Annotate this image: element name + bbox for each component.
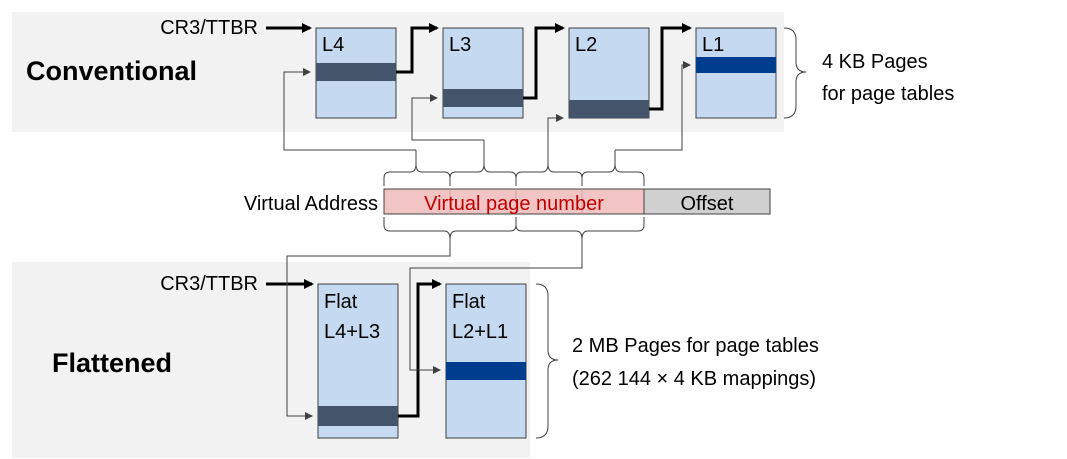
- index-line-flat2: [409, 239, 583, 374]
- arrow-l4-to-l3: [396, 23, 439, 74]
- vpn-label: Virtual page number: [424, 193, 604, 215]
- index-line-l2: [547, 114, 564, 150]
- flattened-note-line1: 2 MB Pages for page tables: [572, 335, 819, 357]
- flattened-note-line2: (262 144 × 4 KB mappings): [572, 368, 816, 390]
- table-l2-entry: [569, 100, 649, 118]
- arrow-flat1-to-flat2: [398, 279, 442, 418]
- table-l3-label: L3: [449, 34, 471, 56]
- flattened-brace: [535, 283, 559, 439]
- table-flat-l4-l3-entry: [318, 406, 398, 426]
- arrow-l2-to-l1: [649, 23, 692, 111]
- table-flat-l2-l1-entry: [446, 362, 526, 380]
- va-upper-brace-3: [515, 163, 583, 186]
- table-flat-l2-l1: [445, 283, 527, 439]
- va-upper-brace-2: [449, 163, 517, 186]
- va-upper-brace-4: [581, 163, 645, 186]
- table-l4-label: L4: [322, 34, 344, 56]
- virtual-address-label: Virtual Address: [244, 193, 378, 215]
- table-flat-l2-l1-line2: L2+L1: [452, 321, 508, 343]
- table-l1-label: L1: [702, 34, 724, 56]
- offset-label: Offset: [681, 193, 734, 215]
- flattened-title: Flattened: [52, 348, 172, 378]
- table-flat-l4-l3-line1: Flat: [324, 291, 358, 313]
- flattened-root-register: CR3/TTBR: [160, 273, 258, 295]
- table-l1-entry: [696, 57, 776, 73]
- conventional-note-line1: 4 KB Pages: [822, 51, 928, 73]
- conventional-root-register: CR3/TTBR: [160, 17, 258, 39]
- table-l3-entry: [443, 89, 523, 107]
- conventional-note-line2: for page tables: [822, 83, 954, 105]
- table-flat-l4-l3-line2: L4+L3: [324, 321, 380, 343]
- offset-field: [643, 188, 771, 215]
- conventional-title: Conventional: [26, 56, 197, 86]
- table-flat-l2-l1-line1: Flat: [452, 291, 486, 313]
- arrow-l3-to-l2: [523, 23, 565, 100]
- table-l4-entry: [316, 63, 396, 81]
- index-line-l4: [283, 68, 416, 151]
- va-lower-brace-1: [383, 217, 517, 240]
- index-line-l1: [615, 61, 691, 151]
- va-lower-brace-2: [515, 217, 645, 240]
- index-line-l3: [411, 94, 484, 141]
- conventional-brace: [783, 27, 807, 119]
- table-l2-label: L2: [575, 34, 597, 56]
- flattened-region: [12, 262, 530, 458]
- va-upper-brace-1: [383, 163, 451, 186]
- index-line-flat1: [286, 239, 451, 420]
